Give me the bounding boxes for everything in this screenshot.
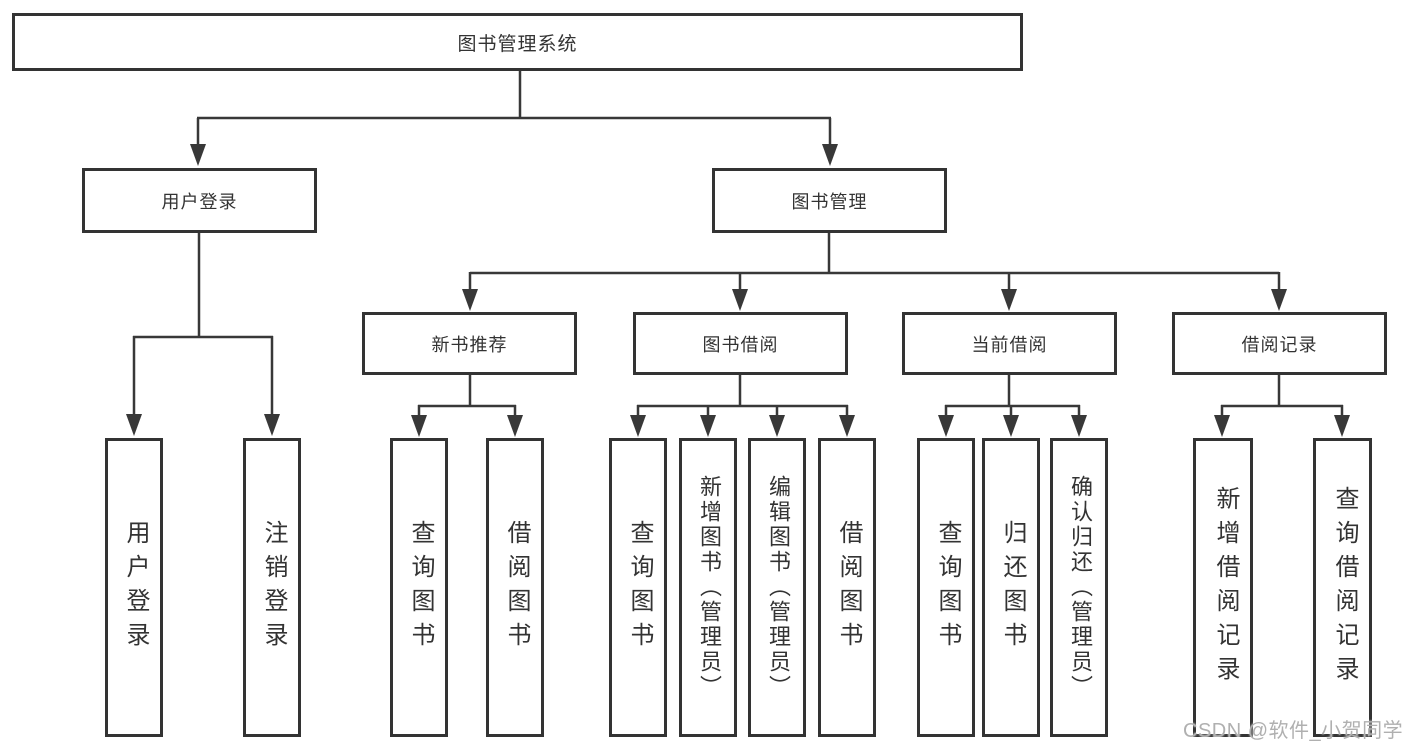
connector-path bbox=[132, 71, 1344, 417]
node-book-borrow: 图书借阅 bbox=[633, 312, 848, 375]
arrow-down-icon bbox=[507, 415, 523, 437]
leaf-user-login: 用户登录 bbox=[105, 438, 163, 737]
leaf-query-books-2: 查询图书 bbox=[609, 438, 667, 737]
leaf-add-book-admin: 新增图书（管理员） bbox=[679, 438, 737, 737]
arrow-down-icon bbox=[1001, 289, 1017, 311]
watermark: CSDN @软件_小贺同学 bbox=[1183, 720, 1404, 742]
arrow-down-icon bbox=[462, 289, 478, 311]
arrow-down-icon bbox=[839, 415, 855, 437]
arrow-down-icon bbox=[630, 415, 646, 437]
arrow-down-icon bbox=[1003, 415, 1019, 437]
arrow-down-icon bbox=[1214, 415, 1230, 437]
node-borrow-records: 借阅记录 bbox=[1172, 312, 1387, 375]
arrow-down-icon bbox=[938, 415, 954, 437]
arrow-down-icon bbox=[700, 415, 716, 437]
node-current-borrow: 当前借阅 bbox=[902, 312, 1117, 375]
node-book-management: 图书管理 bbox=[712, 168, 947, 233]
leaf-borrow-books-1: 借阅图书 bbox=[486, 438, 544, 737]
arrow-down-icon bbox=[822, 144, 838, 166]
arrow-down-icon bbox=[264, 414, 280, 436]
leaf-query-books-3: 查询图书 bbox=[917, 438, 975, 737]
node-user-login: 用户登录 bbox=[82, 168, 317, 233]
arrow-down-icon bbox=[411, 415, 427, 437]
arrow-down-icon bbox=[1334, 415, 1350, 437]
arrow-down-icon bbox=[732, 289, 748, 311]
leaf-return-books: 归还图书 bbox=[982, 438, 1040, 737]
arrow-down-icon bbox=[1071, 415, 1087, 437]
leaf-query-borrow-record: 查询借阅记录 bbox=[1313, 438, 1372, 737]
node-root: 图书管理系统 bbox=[12, 13, 1023, 71]
leaf-borrow-books-2: 借阅图书 bbox=[818, 438, 876, 737]
arrow-down-icon bbox=[1271, 289, 1287, 311]
leaf-query-books-1: 查询图书 bbox=[390, 438, 448, 737]
node-new-book-recommend: 新书推荐 bbox=[362, 312, 577, 375]
leaf-edit-book-admin: 编辑图书（管理员） bbox=[748, 438, 806, 737]
leaf-confirm-return-admin: 确认归还（管理员） bbox=[1050, 438, 1108, 737]
arrow-down-icon bbox=[190, 144, 206, 166]
arrow-down-icon bbox=[769, 415, 785, 437]
leaf-add-borrow-record: 新增借阅记录 bbox=[1193, 438, 1253, 737]
leaf-logout: 注销登录 bbox=[243, 438, 301, 737]
arrow-down-icon bbox=[126, 414, 142, 436]
